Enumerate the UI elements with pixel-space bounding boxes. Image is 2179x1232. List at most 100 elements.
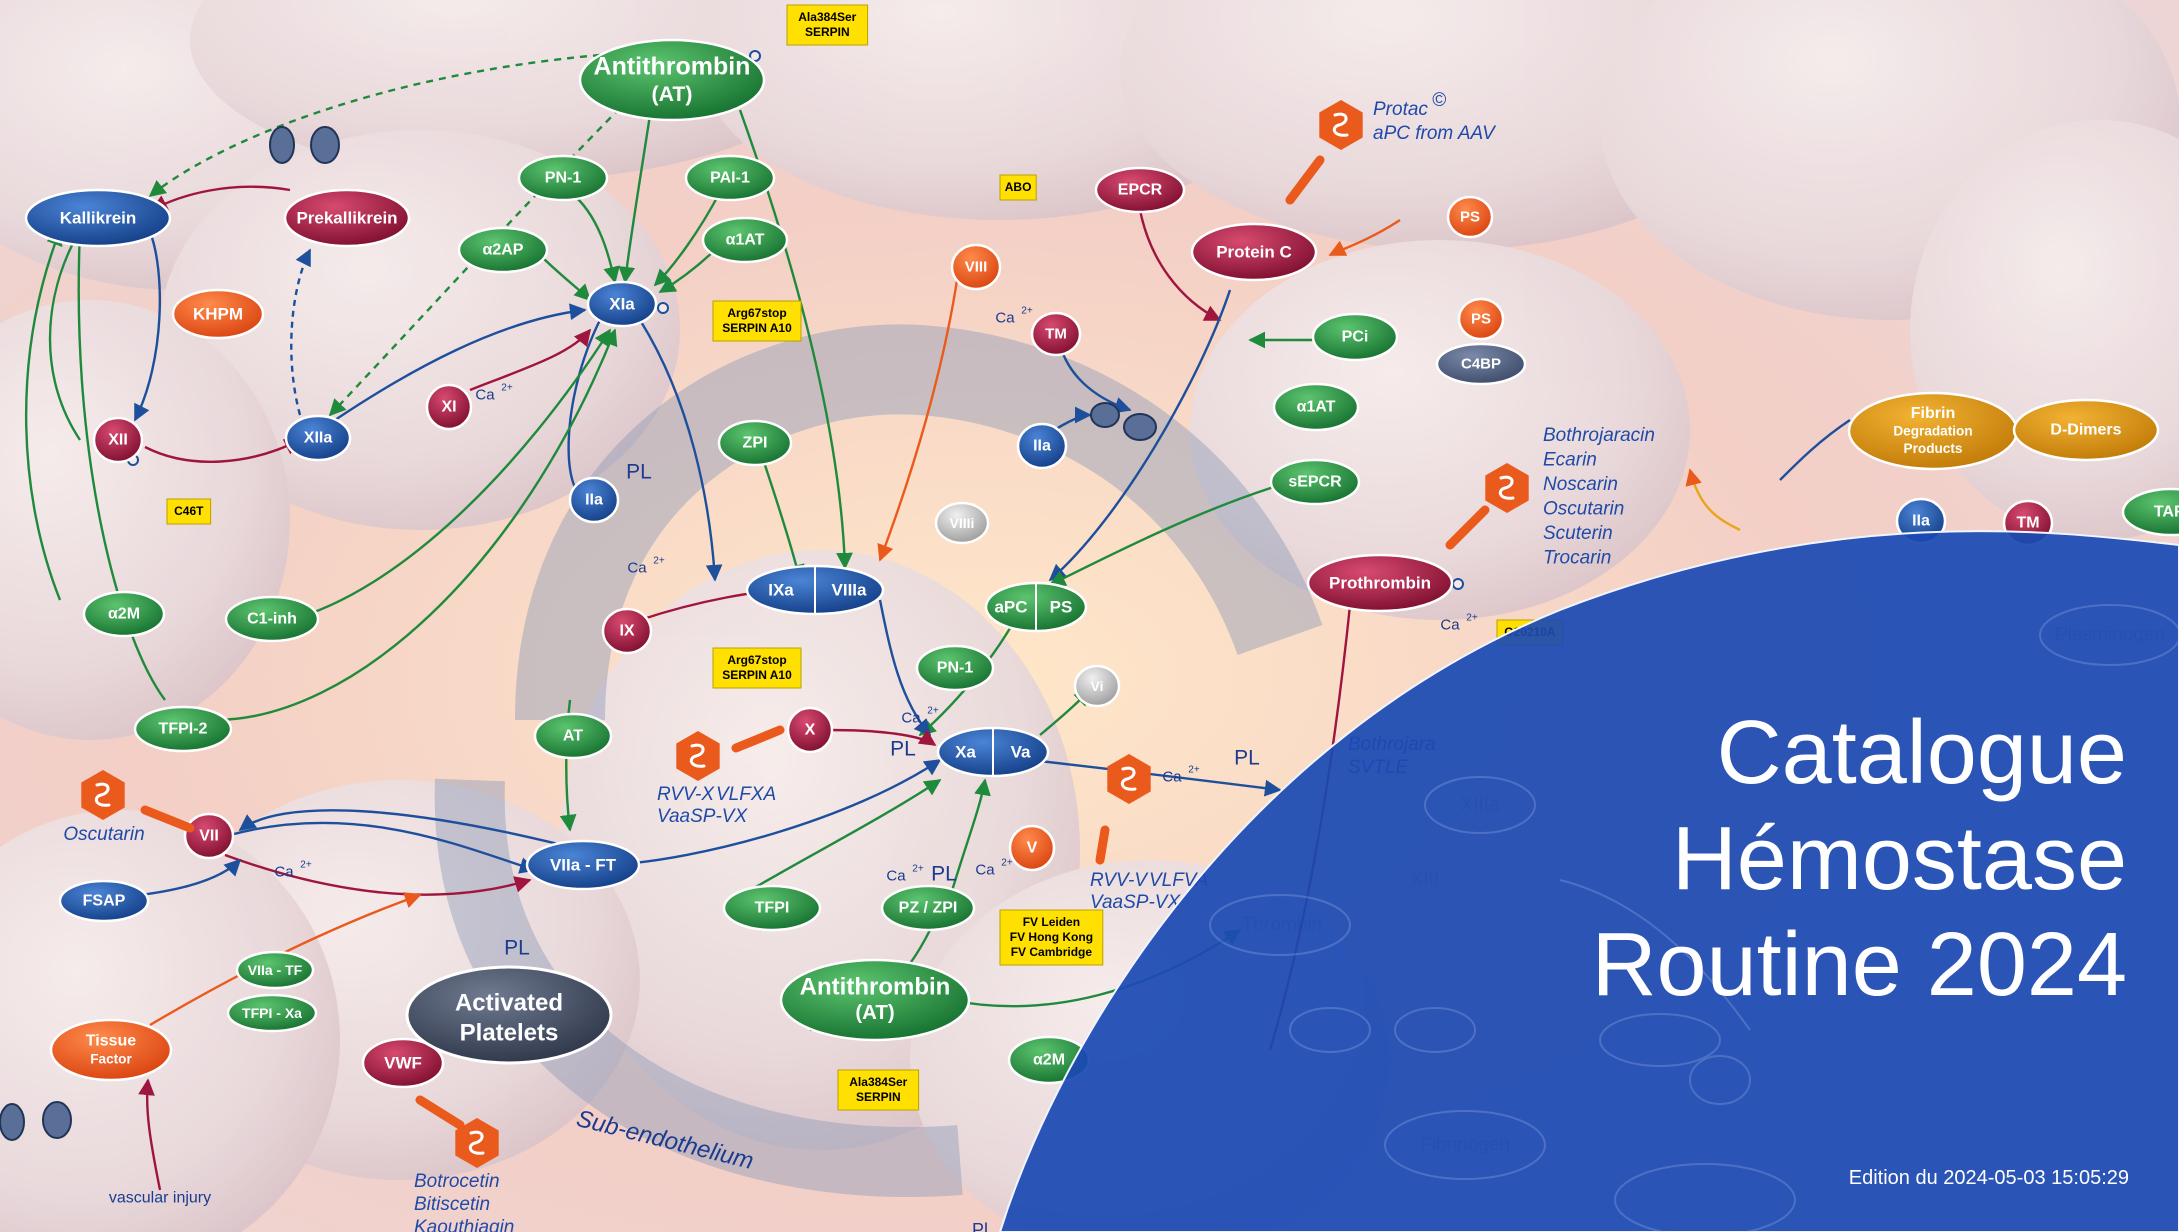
node-label: KHPM xyxy=(193,305,243,324)
complex-right: VIIIa xyxy=(832,581,868,600)
venom-name: Bothrojaracin xyxy=(1543,425,1655,446)
venom-name: Trocarin xyxy=(1543,548,1611,569)
venom-name: Botrocetin xyxy=(414,1171,500,1192)
venom-link xyxy=(415,1095,465,1130)
node-label: sEPCR xyxy=(1288,474,1342,491)
vessel-wall xyxy=(434,324,1323,1197)
node-pn1-top: PN-1 xyxy=(517,154,609,202)
node-label: VIIIi xyxy=(950,515,975,531)
calcium-label: Ca xyxy=(886,868,906,885)
complex-ixa-viiia: IXa VIIIa xyxy=(745,564,885,616)
node-label: TM xyxy=(2016,515,2039,532)
calcium-label: Ca xyxy=(1162,769,1182,786)
node-label: TFPI-2 xyxy=(159,721,208,738)
node-iia-center: IIa xyxy=(1016,422,1068,470)
title-line-3: Routine 2024 xyxy=(1591,915,2127,1016)
node-tfpi2: TFPI-2 xyxy=(133,705,233,753)
title-line-2: Hémostase xyxy=(1671,809,2127,910)
complex-left: IXa xyxy=(768,581,794,600)
node-v: V xyxy=(1008,824,1056,872)
calcium-label: Ca xyxy=(475,387,495,404)
node-label: Protein C xyxy=(1216,243,1292,262)
node-c1inh: C1-inh xyxy=(224,595,320,643)
node-label: XIa xyxy=(609,295,635,314)
node-label: α1AT xyxy=(726,232,765,249)
platelet-icons xyxy=(0,126,1157,1141)
node-label: TFPI xyxy=(755,900,790,917)
tag-line: Arg67stop xyxy=(727,653,786,667)
node-label: α2M xyxy=(108,606,140,623)
venom-link xyxy=(1445,505,1490,550)
faded-diagram-hints xyxy=(1209,604,2179,1232)
node-antithrombin-top: Antithrombin(AT) xyxy=(578,38,766,122)
oscutarin-label: Oscutarin xyxy=(63,824,144,845)
node-vii: VII xyxy=(183,812,235,860)
node-label: (AT) xyxy=(855,1002,894,1024)
venom-link xyxy=(1095,825,1110,865)
node-label: PCi xyxy=(1342,329,1369,346)
snake-venom-icon xyxy=(455,1118,499,1168)
calcium-label: 2+ xyxy=(653,556,665,567)
tag-line: FV Leiden xyxy=(1023,915,1080,929)
node-label: XI xyxy=(441,399,456,416)
node-xi: XI xyxy=(425,383,473,431)
phospholipid-label: PL xyxy=(931,863,957,886)
node-label: PS xyxy=(1471,311,1491,328)
venom-name: Scuterin xyxy=(1543,523,1613,544)
venom-name: Kaouthiagin xyxy=(414,1217,514,1232)
node-label: α2AP xyxy=(483,242,524,259)
node-label: Fibrin xyxy=(1911,405,1955,422)
tag-line: FV Hong Kong xyxy=(1010,930,1093,944)
node-label: α2M xyxy=(1033,1052,1065,1069)
node-prekallikrein: Prekallikrein xyxy=(283,188,411,248)
node-pci: PCi xyxy=(1311,312,1399,362)
node-label: VIIa - TF xyxy=(248,962,303,978)
node-label: IX xyxy=(619,623,634,640)
node-a1at-top: α1AT xyxy=(701,216,789,264)
node-label: Kallikrein xyxy=(60,209,137,228)
node-label: Products xyxy=(1904,441,1963,456)
node-label: Vi xyxy=(1091,678,1104,694)
node-pai1: PAI-1 xyxy=(684,154,776,202)
node-sepcr: sEPCR xyxy=(1269,458,1361,506)
node-label: Prothrombin xyxy=(1329,574,1431,593)
node-label: Activated xyxy=(455,990,563,1017)
node-label: ZPI xyxy=(743,435,768,452)
tag-line: ABO xyxy=(1005,180,1032,194)
tag-abo: ABO xyxy=(999,174,1037,201)
calcium-label: 2+ xyxy=(300,860,312,871)
node-protein-c: Protein C xyxy=(1190,222,1318,282)
node-kallikrein: Kallikrein xyxy=(24,188,172,248)
node-label: IIa xyxy=(1912,513,1930,530)
node-label: PN-1 xyxy=(545,170,582,187)
node-viiii: VIIIi xyxy=(934,501,990,545)
node-fsap: FSAP xyxy=(58,879,150,923)
node-ddimers: D-Dimers xyxy=(2012,398,2160,462)
node-label: PZ / ZPI xyxy=(899,900,958,917)
title-overlay-shape xyxy=(998,530,2179,1232)
complex-left: aPC xyxy=(994,598,1027,617)
node-label: Degradation xyxy=(1893,424,1972,439)
edition-timestamp: Edition du 2024-05-03 15:05:29 xyxy=(1848,1167,2129,1189)
snake-venom-icon xyxy=(1485,463,1529,513)
node-label: PAI-1 xyxy=(710,170,750,187)
protac-label: © xyxy=(1432,90,1446,111)
calcium-label: 2+ xyxy=(1466,613,1478,624)
node-xia: XIa xyxy=(586,280,658,328)
node-tfpi-xa: TFPI - Xa xyxy=(226,993,318,1033)
catalogue-title: Catalogue Hémostase Routine 2024 xyxy=(1367,700,2127,1019)
node-label: TM xyxy=(1045,326,1067,343)
vascular-injury-label: vascular injury xyxy=(109,1190,211,1207)
node-a2ap: α2AP xyxy=(457,226,549,274)
title-line-1: Catalogue xyxy=(1716,703,2127,803)
node-label: PS xyxy=(1460,209,1480,226)
calcium-label: 2+ xyxy=(927,706,939,717)
venom-name: Ecarin xyxy=(1543,450,1597,471)
